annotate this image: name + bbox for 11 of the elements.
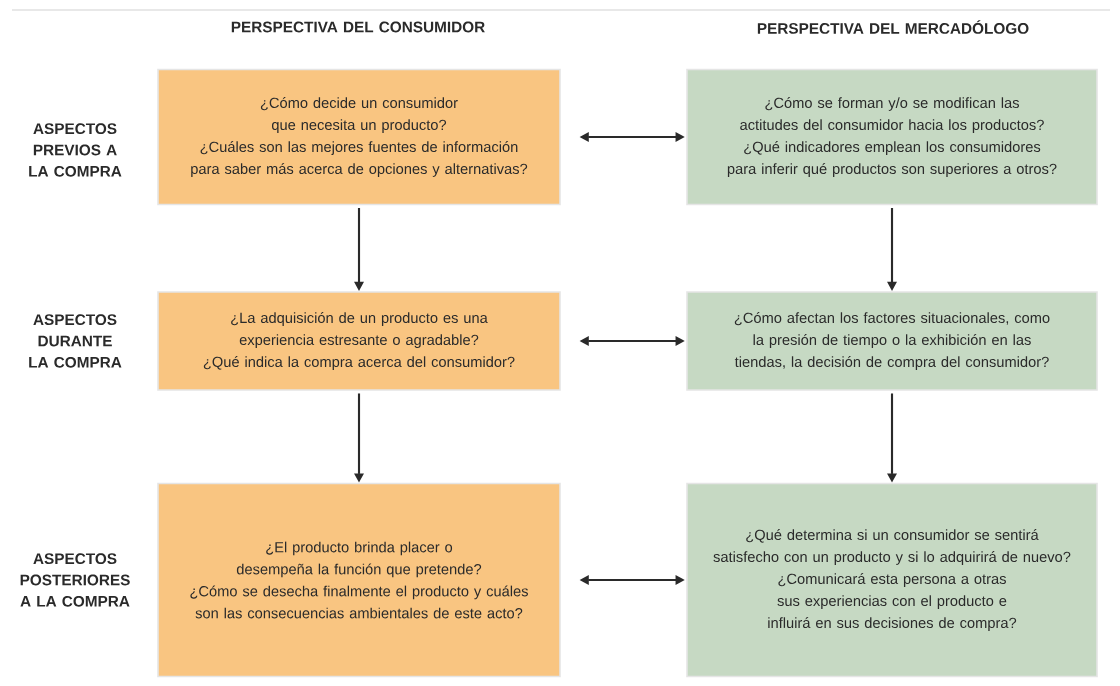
heading: ASPECTOS POSTERIORES A LA COMPRA [20, 553, 130, 607]
heading: ASPECTOS PREVIOS A LA COMPRA [29, 123, 122, 177]
question-box: ¿La adquisición de un producto es una experiencia estresante o agradable? ¿Qué indica la compra acerca del consumidor? [157, 291, 561, 391]
question-box: ¿El producto brinda placer o desempeña la función que pretende? ¿Cómo se desecha finalmente el producto y cuáles son las consecuencias ambientales de este acto? [157, 482, 561, 678]
heading: ASPECTOS DURANTE LA COMPRA [29, 314, 122, 368]
question-box: ¿Qué determina si un consumidor se sentirá satisfecho con un producto y si lo adquirirá de nuevo? ¿Comunicará esta persona a otras sus experiencias con el producto e influirá en sus decisiones de compra? [686, 482, 1098, 678]
question-box: ¿Cómo se forman y/o se modifican las actitudes del consumidor hacia los productos? ¿Qué indicadores emplean los consumidores para inferir qué productos son superiores a otros? [686, 68, 1098, 206]
question-box: ¿Cómo decide un consumidor que necesita un producto? ¿Cuáles son las mejores fuentes de información para saber más acerca de opciones y alternativas? [157, 68, 561, 206]
question-box: ¿Cómo afectan los factores situacionales, como la presión de tiempo o la exhibición en las tiendas, la decisión de compra del consumidor? [686, 291, 1098, 391]
heading: PERSPECTIVA DEL CONSUMIDOR [231, 21, 485, 33]
heading: PERSPECTIVA DEL MERCADÓLOGO [757, 20, 1029, 34]
